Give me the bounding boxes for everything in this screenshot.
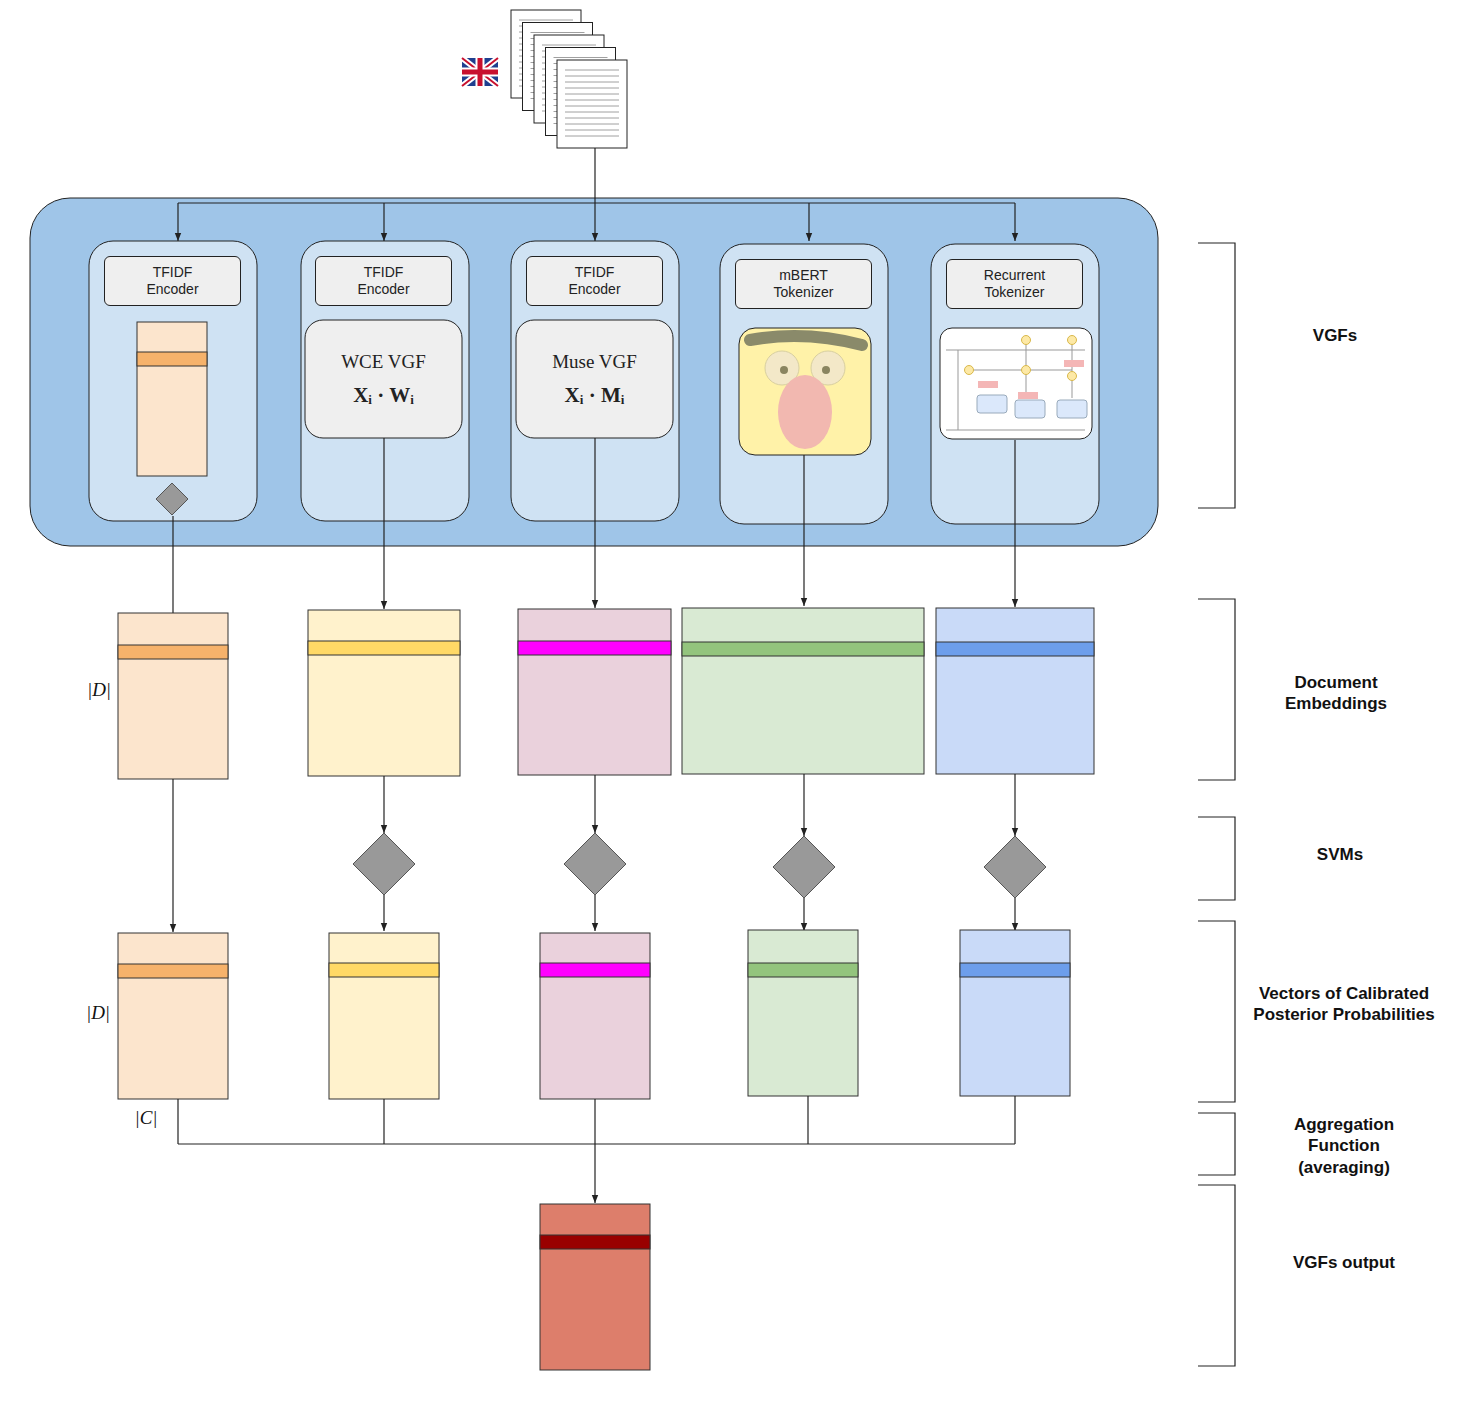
matrix-row: [682, 642, 924, 656]
posterior-matrix: [540, 933, 650, 1099]
wire: [594, 148, 595, 203]
bracket: [1198, 599, 1235, 780]
svm-diamond: [353, 833, 415, 895]
box-title: TFIDF Encoder: [550, 264, 640, 299]
wire: [594, 895, 595, 931]
svm-diamond: [564, 833, 626, 895]
vgf-panel: [30, 198, 1158, 546]
box-title: TFIDF Encoder: [128, 264, 218, 299]
tfidf-matrix: [137, 322, 207, 476]
wire: [808, 203, 809, 241]
document-embedding: [518, 609, 671, 775]
tokenizer-box: mBERT Tokenizer: [735, 259, 872, 309]
formula: Xᵢ · Mᵢ: [565, 382, 625, 408]
wire: [383, 895, 384, 931]
wire: [1014, 203, 1015, 241]
bracket: [1198, 921, 1235, 1102]
wire: [594, 1099, 595, 1144]
box-title: Muse VGF: [552, 350, 637, 374]
matrix-row: [137, 352, 207, 366]
box-title: TFIDF Encoder: [339, 264, 429, 299]
matrix-row: [329, 963, 439, 977]
wire: [594, 438, 595, 608]
wire: [807, 1096, 808, 1144]
output-matrix: [540, 1204, 650, 1370]
wire: [803, 455, 804, 606]
vgf-box: [305, 320, 462, 438]
encoder-box: TFIDF Encoder: [526, 256, 663, 306]
wire: [172, 516, 173, 613]
gru-illustration: [940, 328, 1092, 439]
vgf-subpanel: [89, 241, 257, 521]
wire: [172, 779, 173, 932]
row-label: SVMs: [1270, 844, 1410, 865]
vgf-subpanel: [301, 241, 469, 521]
svm-diamond: [984, 836, 1046, 898]
matrix-row: [540, 963, 650, 977]
wire: [177, 203, 178, 241]
posterior-matrix: [118, 933, 228, 1099]
matrix-row: [540, 1235, 650, 1249]
wire: [383, 776, 384, 833]
row-label: VGFs output: [1289, 1252, 1399, 1273]
encoder-box: TFIDF Encoder: [315, 256, 452, 306]
row-label: VGFs: [1235, 325, 1435, 346]
wire: [803, 774, 804, 836]
wire: [803, 898, 804, 931]
row-label: Document Embeddings: [1266, 672, 1406, 715]
box-title: Recurrent Tokenizer: [970, 267, 1060, 302]
matrix-row: [118, 645, 228, 659]
mbert-illustration: [739, 328, 871, 455]
tfidf-svm-diamond: [156, 483, 188, 515]
wire: [178, 202, 1015, 203]
document-text-lines: [565, 70, 619, 136]
wire: [383, 438, 384, 609]
wire: [594, 1144, 595, 1203]
wire: [383, 203, 384, 241]
dimension-label: |C|: [116, 1106, 176, 1130]
muse-vgf-box: Muse VGF Xᵢ · Mᵢ: [516, 320, 673, 438]
wire: [177, 1099, 178, 1144]
uk-flag: [462, 58, 498, 86]
box-title: WCE VGF: [341, 350, 426, 374]
wire: [178, 1143, 1015, 1144]
document-embedding: [936, 608, 1094, 774]
box-title: mBERT Tokenizer: [759, 267, 849, 302]
row-label: Vectors of Calibrated Posterior Probabil…: [1237, 983, 1452, 1026]
dimension-label: |D|: [68, 1001, 128, 1025]
posterior-matrix: [960, 930, 1070, 1096]
wire: [594, 203, 595, 241]
wire: [1014, 1096, 1015, 1144]
tokenizer-box: Recurrent Tokenizer: [946, 259, 1083, 309]
matrix-row: [518, 641, 671, 655]
matrix-row: [308, 641, 460, 655]
wce-vgf-box: WCE VGF Xᵢ · Wᵢ: [305, 320, 462, 438]
matrix-row: [960, 963, 1070, 977]
svm-diamond: [773, 836, 835, 898]
wire: [1014, 774, 1015, 836]
document-page: [557, 60, 627, 148]
matrix-row: [748, 963, 858, 977]
bracket: [1198, 817, 1235, 900]
encoder-box: TFIDF Encoder: [104, 256, 241, 306]
document-embedding: [118, 613, 228, 779]
vgf-box: [516, 320, 673, 438]
document-embedding: [682, 608, 924, 774]
dimension-label: |D|: [69, 678, 129, 702]
matrix-row: [936, 642, 1094, 656]
row-label: Aggregation Function (averaging): [1274, 1114, 1414, 1178]
bracket: [1198, 1113, 1235, 1175]
posterior-matrix: [748, 930, 858, 1096]
bracket: [1198, 243, 1235, 508]
formula: Xᵢ · Wᵢ: [353, 382, 414, 408]
posterior-matrix: [329, 933, 439, 1099]
bracket: [1198, 1185, 1235, 1366]
matrix-row: [118, 964, 228, 978]
wire: [383, 1099, 384, 1144]
wire: [594, 775, 595, 833]
wire: [1014, 898, 1015, 931]
document-embedding: [308, 610, 460, 776]
wire: [1014, 440, 1015, 607]
